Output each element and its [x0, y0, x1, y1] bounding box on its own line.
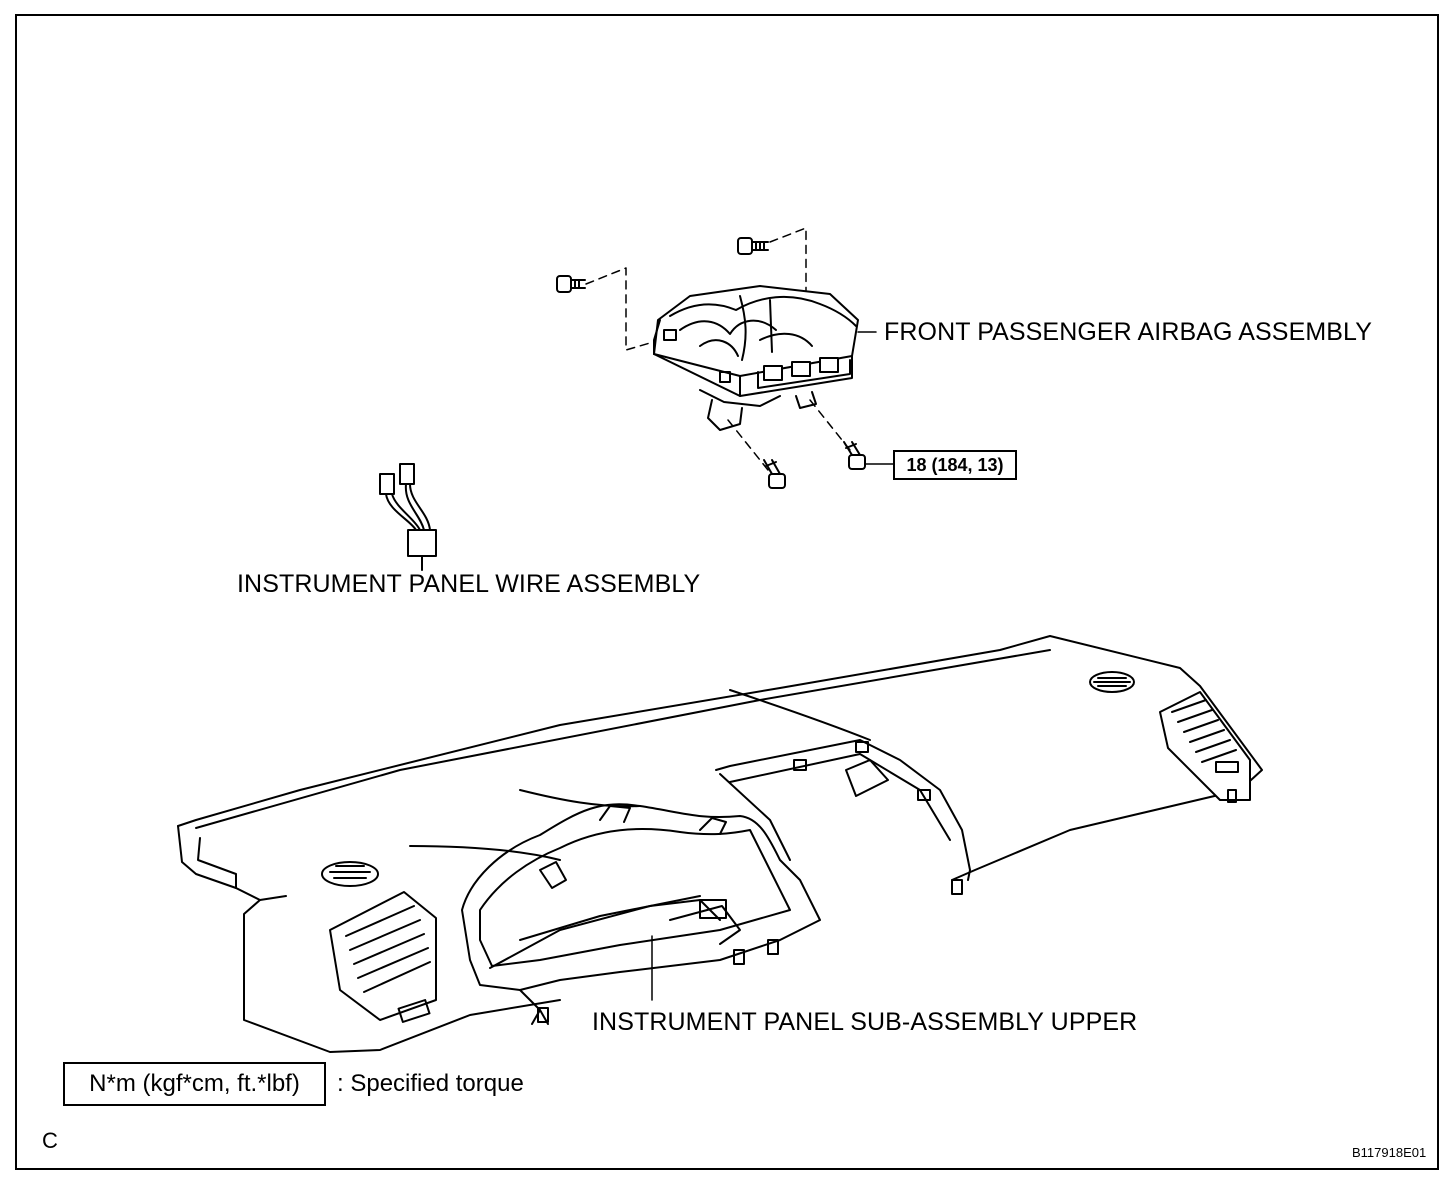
airbag-assembly-label: FRONT PASSENGER AIRBAG ASSEMBLY: [884, 318, 1372, 346]
torque-spec-box: 18 (184, 13): [893, 450, 1017, 480]
torque-legend-box: N*m (kgf*cm, ft.*lbf): [63, 1062, 326, 1106]
airbag-assembly: [653, 285, 859, 431]
leader-lines: [651, 331, 894, 1001]
bolt-bottom-right: [843, 441, 866, 470]
panel-subassembly-label: INSTRUMENT PANEL SUB-ASSEMBLY UPPER: [592, 1008, 1138, 1036]
alignment-lines: [585, 227, 851, 471]
instrument-panel: [177, 635, 1263, 1053]
bolt-left: [556, 275, 586, 293]
figure-code: B117918E01: [1352, 1145, 1427, 1160]
wire-assembly-label: INSTRUMENT PANEL WIRE ASSEMBLY: [237, 570, 701, 598]
torque-legend-text: : Specified torque: [337, 1070, 524, 1097]
bolt-top: [737, 237, 769, 255]
diagram-frame: [15, 14, 1439, 1170]
bolt-bottom-left: [763, 459, 786, 489]
corner-letter: C: [42, 1128, 58, 1153]
wire-assembly: [379, 463, 437, 571]
